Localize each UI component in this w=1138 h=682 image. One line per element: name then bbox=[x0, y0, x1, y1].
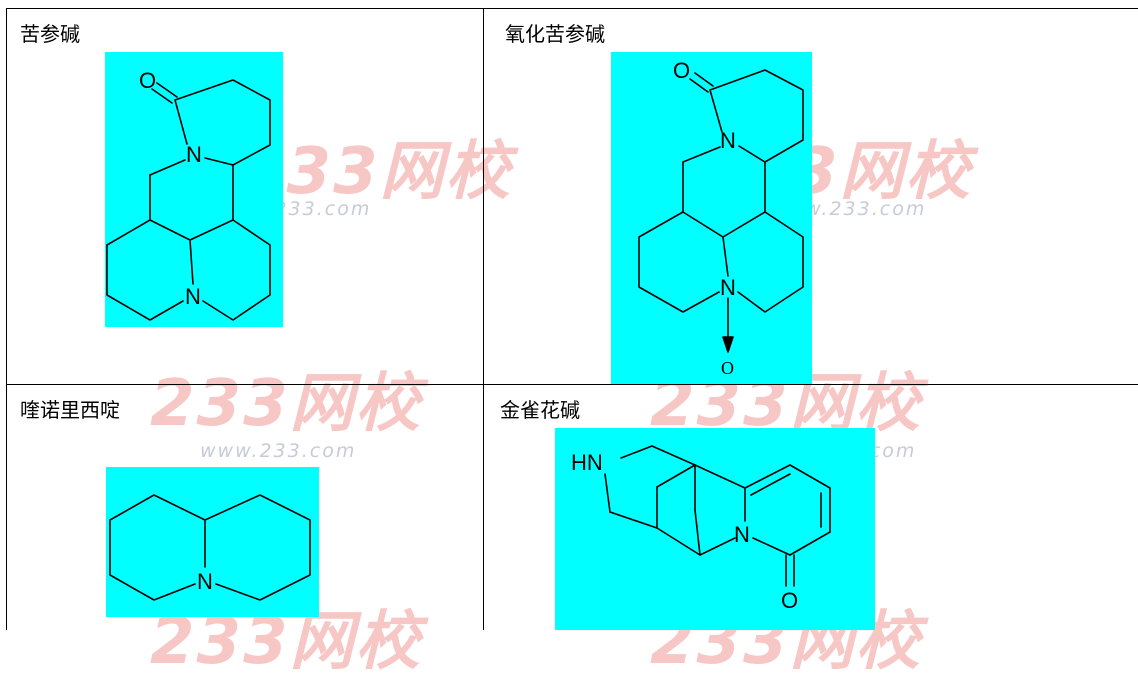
matrine-svg: O N N bbox=[106, 68, 271, 321]
structure-matrine: O N N bbox=[105, 52, 283, 327]
watermark-url: www.233.com bbox=[200, 440, 357, 462]
table-column-divider bbox=[483, 8, 484, 630]
atom-oxygen-oxide: O bbox=[721, 358, 734, 378]
cell-title-quinolizidine: 喹诺里西啶 bbox=[20, 398, 120, 422]
atom-nitrogen: N bbox=[734, 522, 750, 547]
oxymatrine-svg: O N N O bbox=[638, 58, 804, 378]
atom-oxygen: O bbox=[139, 68, 156, 93]
structure-quinolizidine: N bbox=[106, 467, 319, 617]
table-border-top bbox=[6, 8, 1138, 9]
atom-nitrogen: N bbox=[185, 284, 201, 309]
structure-oxymatrine: O N N O bbox=[611, 52, 812, 384]
atom-nitrogen: N bbox=[720, 128, 736, 153]
atom-nitrogen: N bbox=[720, 275, 736, 300]
atom-oxygen: O bbox=[781, 588, 798, 613]
cell-title-oxymatrine: 氧化苦参碱 bbox=[505, 22, 605, 46]
cytisine-svg: HN N O bbox=[571, 445, 831, 613]
quinolizidine-svg: N bbox=[109, 494, 311, 601]
table-row-divider bbox=[6, 384, 1138, 385]
atom-nitrogen: N bbox=[186, 142, 202, 167]
cell-title-matrine: 苦参碱 bbox=[20, 22, 80, 46]
atom-nh: HN bbox=[571, 450, 603, 475]
structure-cytisine: HN N O bbox=[555, 428, 875, 630]
cell-title-cytisine: 金雀花碱 bbox=[500, 398, 580, 422]
atom-oxygen: O bbox=[673, 58, 690, 83]
table-border-left bbox=[6, 8, 7, 630]
atom-nitrogen: N bbox=[197, 569, 213, 594]
watermark-logo: 233网校 bbox=[150, 367, 422, 441]
